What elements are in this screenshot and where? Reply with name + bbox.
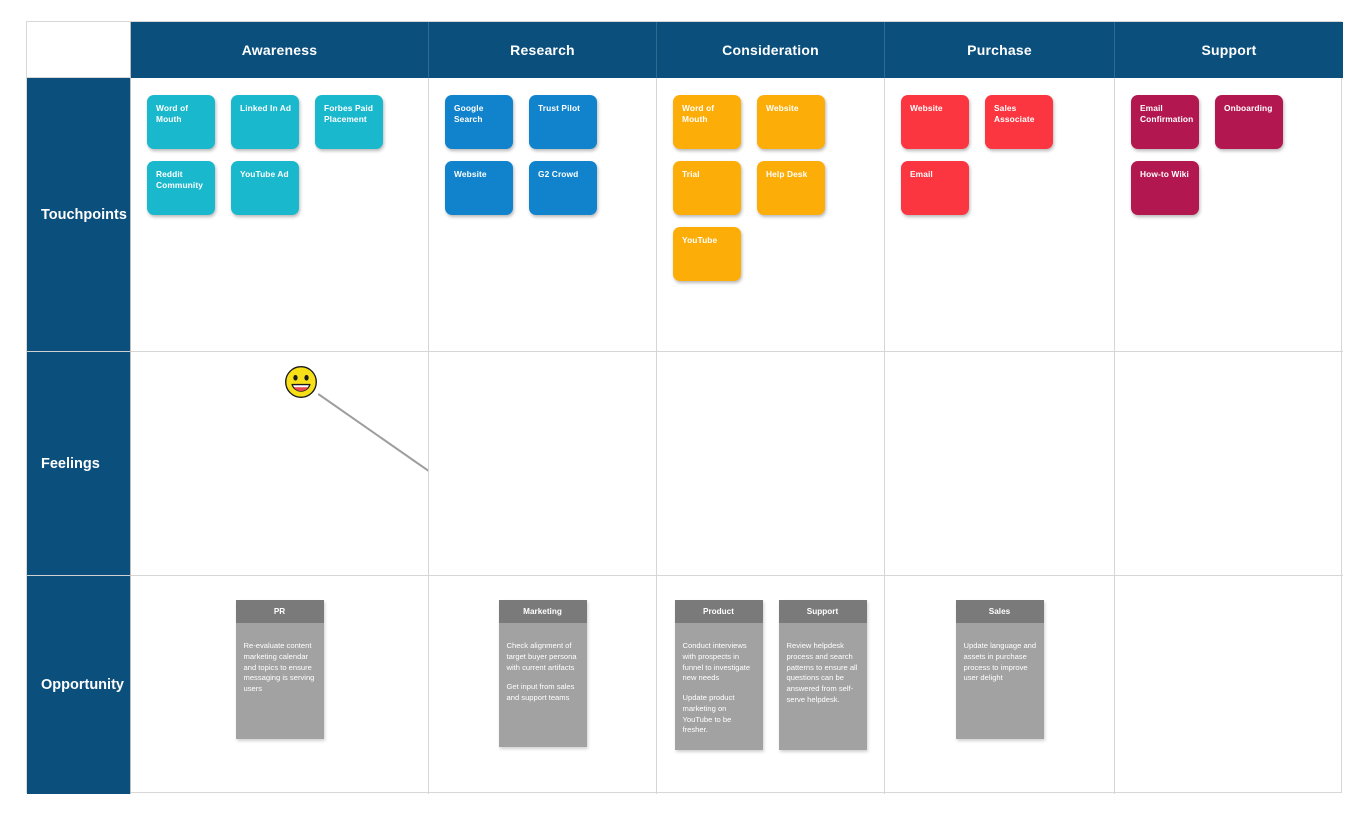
row-header-opportunity: Opportunity — [27, 576, 131, 794]
feelings-cell-consideration — [657, 352, 885, 576]
opportunity-cell-support — [1115, 576, 1343, 794]
opportunity-notes: Re-evaluate content marketing calendar a… — [236, 623, 324, 739]
opportunity-note: Update language and assets in purchase p… — [963, 641, 1037, 683]
row-header-label: Opportunity — [41, 677, 124, 693]
touchpoint-card[interactable]: Reddit Community — [147, 161, 215, 215]
opportunity-notes: Conduct interviews with prospects in fun… — [675, 623, 763, 750]
touchpoint-card[interactable]: Website — [757, 95, 825, 149]
column-header-support: Support — [1115, 22, 1343, 78]
opportunity-notes: Check alignment of target buyer persona … — [499, 623, 587, 747]
opportunity-card-list — [1115, 576, 1343, 600]
column-header-research: Research — [429, 22, 657, 78]
touchpoint-card[interactable]: Website — [901, 95, 969, 149]
touchpoint-card[interactable]: How-to Wiki — [1131, 161, 1199, 215]
opportunity-note: Get input from sales and support teams — [506, 682, 575, 703]
touchpoint-card[interactable]: Forbes Paid Placement — [315, 95, 383, 149]
column-header-label: Research — [510, 42, 575, 58]
opportunity-note: Conduct interviews with prospects in fun… — [682, 641, 751, 683]
touchpoint-card[interactable]: Sales Associate — [985, 95, 1053, 149]
touchpoint-card[interactable]: Email Confirmation — [1131, 95, 1199, 149]
opportunity-note: Re-evaluate content marketing calendar a… — [243, 641, 315, 694]
touchpoint-card[interactable]: Word of Mouth — [147, 95, 215, 149]
touchpoint-card[interactable]: Trial — [673, 161, 741, 215]
opportunity-owner-label: PR — [235, 600, 324, 623]
opportunity-owner-label: Marketing — [498, 600, 587, 623]
opportunity-owner-label: Support — [778, 600, 867, 623]
journey-grid: Awareness Research Consideration Purchas… — [26, 21, 1343, 794]
touchpoint-card[interactable]: Email — [901, 161, 969, 215]
opportunity-note: Update product marketing on YouTube to b… — [682, 693, 735, 735]
touchpoint-card[interactable]: Trust Pilot — [529, 95, 597, 149]
feelings-cell-purchase — [885, 352, 1115, 576]
feelings-track — [131, 352, 428, 575]
column-header-label: Purchase — [967, 42, 1032, 58]
opportunity-owner-label: Product — [674, 600, 763, 623]
touchpoint-card[interactable]: YouTube Ad — [231, 161, 299, 215]
feelings-cell-support — [1115, 352, 1343, 576]
column-header-label: Consideration — [722, 42, 819, 58]
row-header-feelings: Feelings — [27, 352, 131, 576]
touchpoint-card[interactable]: Linked In Ad — [231, 95, 299, 149]
touchpoint-card[interactable]: G2 Crowd — [529, 161, 597, 215]
row-header-label: Feelings — [41, 455, 100, 472]
column-header-consideration: Consideration — [657, 22, 885, 78]
column-header-label: Awareness — [241, 42, 318, 58]
touchpoint-card[interactable]: Onboarding — [1215, 95, 1283, 149]
grid-corner — [27, 22, 131, 78]
opportunity-card[interactable]: PR Re-evaluate content marketing calendar… — [235, 600, 324, 739]
touchpoint-card[interactable]: YouTube — [673, 227, 741, 281]
touchpoint-card[interactable]: Word of Mouth — [673, 95, 741, 149]
opportunity-notes: Review helpdesk process and search patte… — [779, 623, 867, 739]
touchpoint-card[interactable]: Google Search — [445, 95, 513, 149]
touchpoint-card[interactable]: Help Desk — [757, 161, 825, 215]
feelings-connector-arrows — [317, 393, 428, 472]
opportunity-owner-label: Sales — [955, 600, 1044, 623]
column-header-awareness: Awareness — [131, 22, 429, 78]
opportunity-note: Review helpdesk process and search patte… — [786, 641, 858, 704]
touchpoint-card-list: Word of Mouth Linked In Ad Forbes Paid Pla… — [131, 78, 428, 215]
opportunity-notes: Update language and assets in purchase p… — [956, 623, 1044, 739]
column-header-label: Support — [1201, 42, 1257, 58]
opportunity-note: Check alignment of target buyer persona … — [506, 641, 577, 672]
opportunity-card-list: PR Re-evaluate content marketing calendar… — [131, 576, 428, 739]
touchpoint-card[interactable]: Website — [445, 161, 513, 215]
row-header-touchpoints: Touchpoints — [27, 78, 131, 352]
opportunity-cell-awareness: PR Re-evaluate content marketing calendar… — [131, 576, 429, 794]
feelings-arrow — [317, 393, 428, 472]
feeling-face-happy[interactable] — [284, 365, 318, 399]
feelings-cell-research — [429, 352, 657, 576]
row-header-label: Touchpoints — [41, 206, 127, 223]
touchpoints-cell-awareness: Word of Mouth Linked In Ad Forbes Paid Pla… — [131, 78, 429, 352]
feelings-cell-awareness — [131, 352, 429, 576]
column-header-purchase: Purchase — [885, 22, 1115, 78]
